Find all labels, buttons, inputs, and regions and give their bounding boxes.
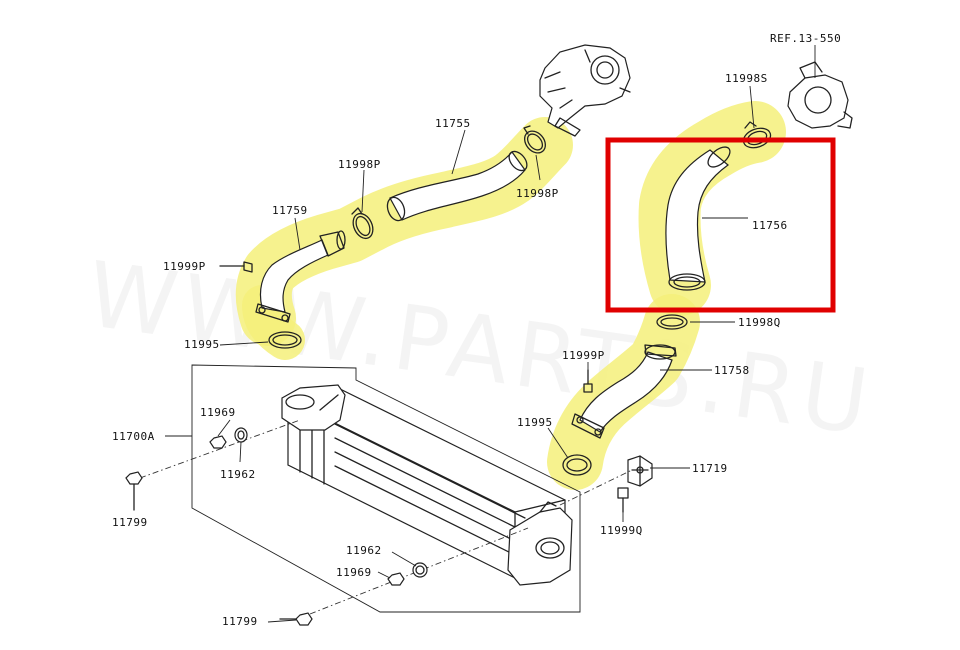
label-11962-lower: 11962 <box>346 544 382 557</box>
bracket-11719 <box>627 455 653 487</box>
bolt-11999q <box>617 487 629 513</box>
label-11969-lower: 11969 <box>336 566 372 579</box>
label-11755: 11755 <box>435 117 471 130</box>
bolt-11999p-right <box>583 369 593 393</box>
label-11995-right: 11995 <box>517 416 553 429</box>
pipe-11759 <box>255 230 346 323</box>
turbocharger-icon <box>539 44 631 137</box>
gasket-11995-left <box>268 331 302 349</box>
assembly-outline <box>191 364 581 613</box>
label-ref-13-550: REF.13-550 <box>770 32 841 45</box>
grommet-11962-upper <box>234 427 248 443</box>
clamp-11998p-left <box>351 207 374 240</box>
bolt-11799-lower <box>279 612 313 626</box>
nut-11969-lower <box>387 572 405 586</box>
gasket-11995-right <box>562 454 592 476</box>
label-11995-left: 11995 <box>184 338 220 351</box>
pipe-11756 <box>665 146 731 291</box>
label-11799-upper: 11799 <box>112 516 148 529</box>
leader-lines <box>165 85 755 623</box>
clamp-11998q <box>656 314 688 330</box>
pipe-11755 <box>386 150 528 222</box>
clamp-11998p-right <box>523 125 546 154</box>
intercooler-core <box>281 384 573 586</box>
axis-line-upper <box>139 419 301 479</box>
label-11758: 11758 <box>714 364 750 377</box>
label-11999q: 11999Q <box>600 524 643 537</box>
nut-11969-upper <box>209 435 227 449</box>
red-callout-box <box>605 137 836 313</box>
label-11999p-right: 11999P <box>562 349 605 362</box>
throttle-body-icon <box>787 45 853 129</box>
label-11962-upper: 11962 <box>220 468 256 481</box>
label-11969-upper: 11969 <box>200 406 236 419</box>
bolt-11799-upper <box>125 471 143 511</box>
pipe-11758 <box>571 344 677 439</box>
label-11999p-left: 11999P <box>163 260 206 273</box>
label-11998q: 11998Q <box>738 316 781 329</box>
label-11998p-right: 11998P <box>516 187 559 200</box>
bolt-11999p-left <box>219 261 253 273</box>
label-11700a: 11700A <box>112 430 155 443</box>
label-11756: 11756 <box>752 219 788 232</box>
label-11998s: 11998S <box>725 72 768 85</box>
grommet-11962-lower <box>412 562 428 578</box>
label-11759: 11759 <box>272 204 308 217</box>
label-11799-lower: 11799 <box>222 615 258 628</box>
label-11719: 11719 <box>692 462 728 475</box>
label-11998p-left: 11998P <box>338 158 381 171</box>
